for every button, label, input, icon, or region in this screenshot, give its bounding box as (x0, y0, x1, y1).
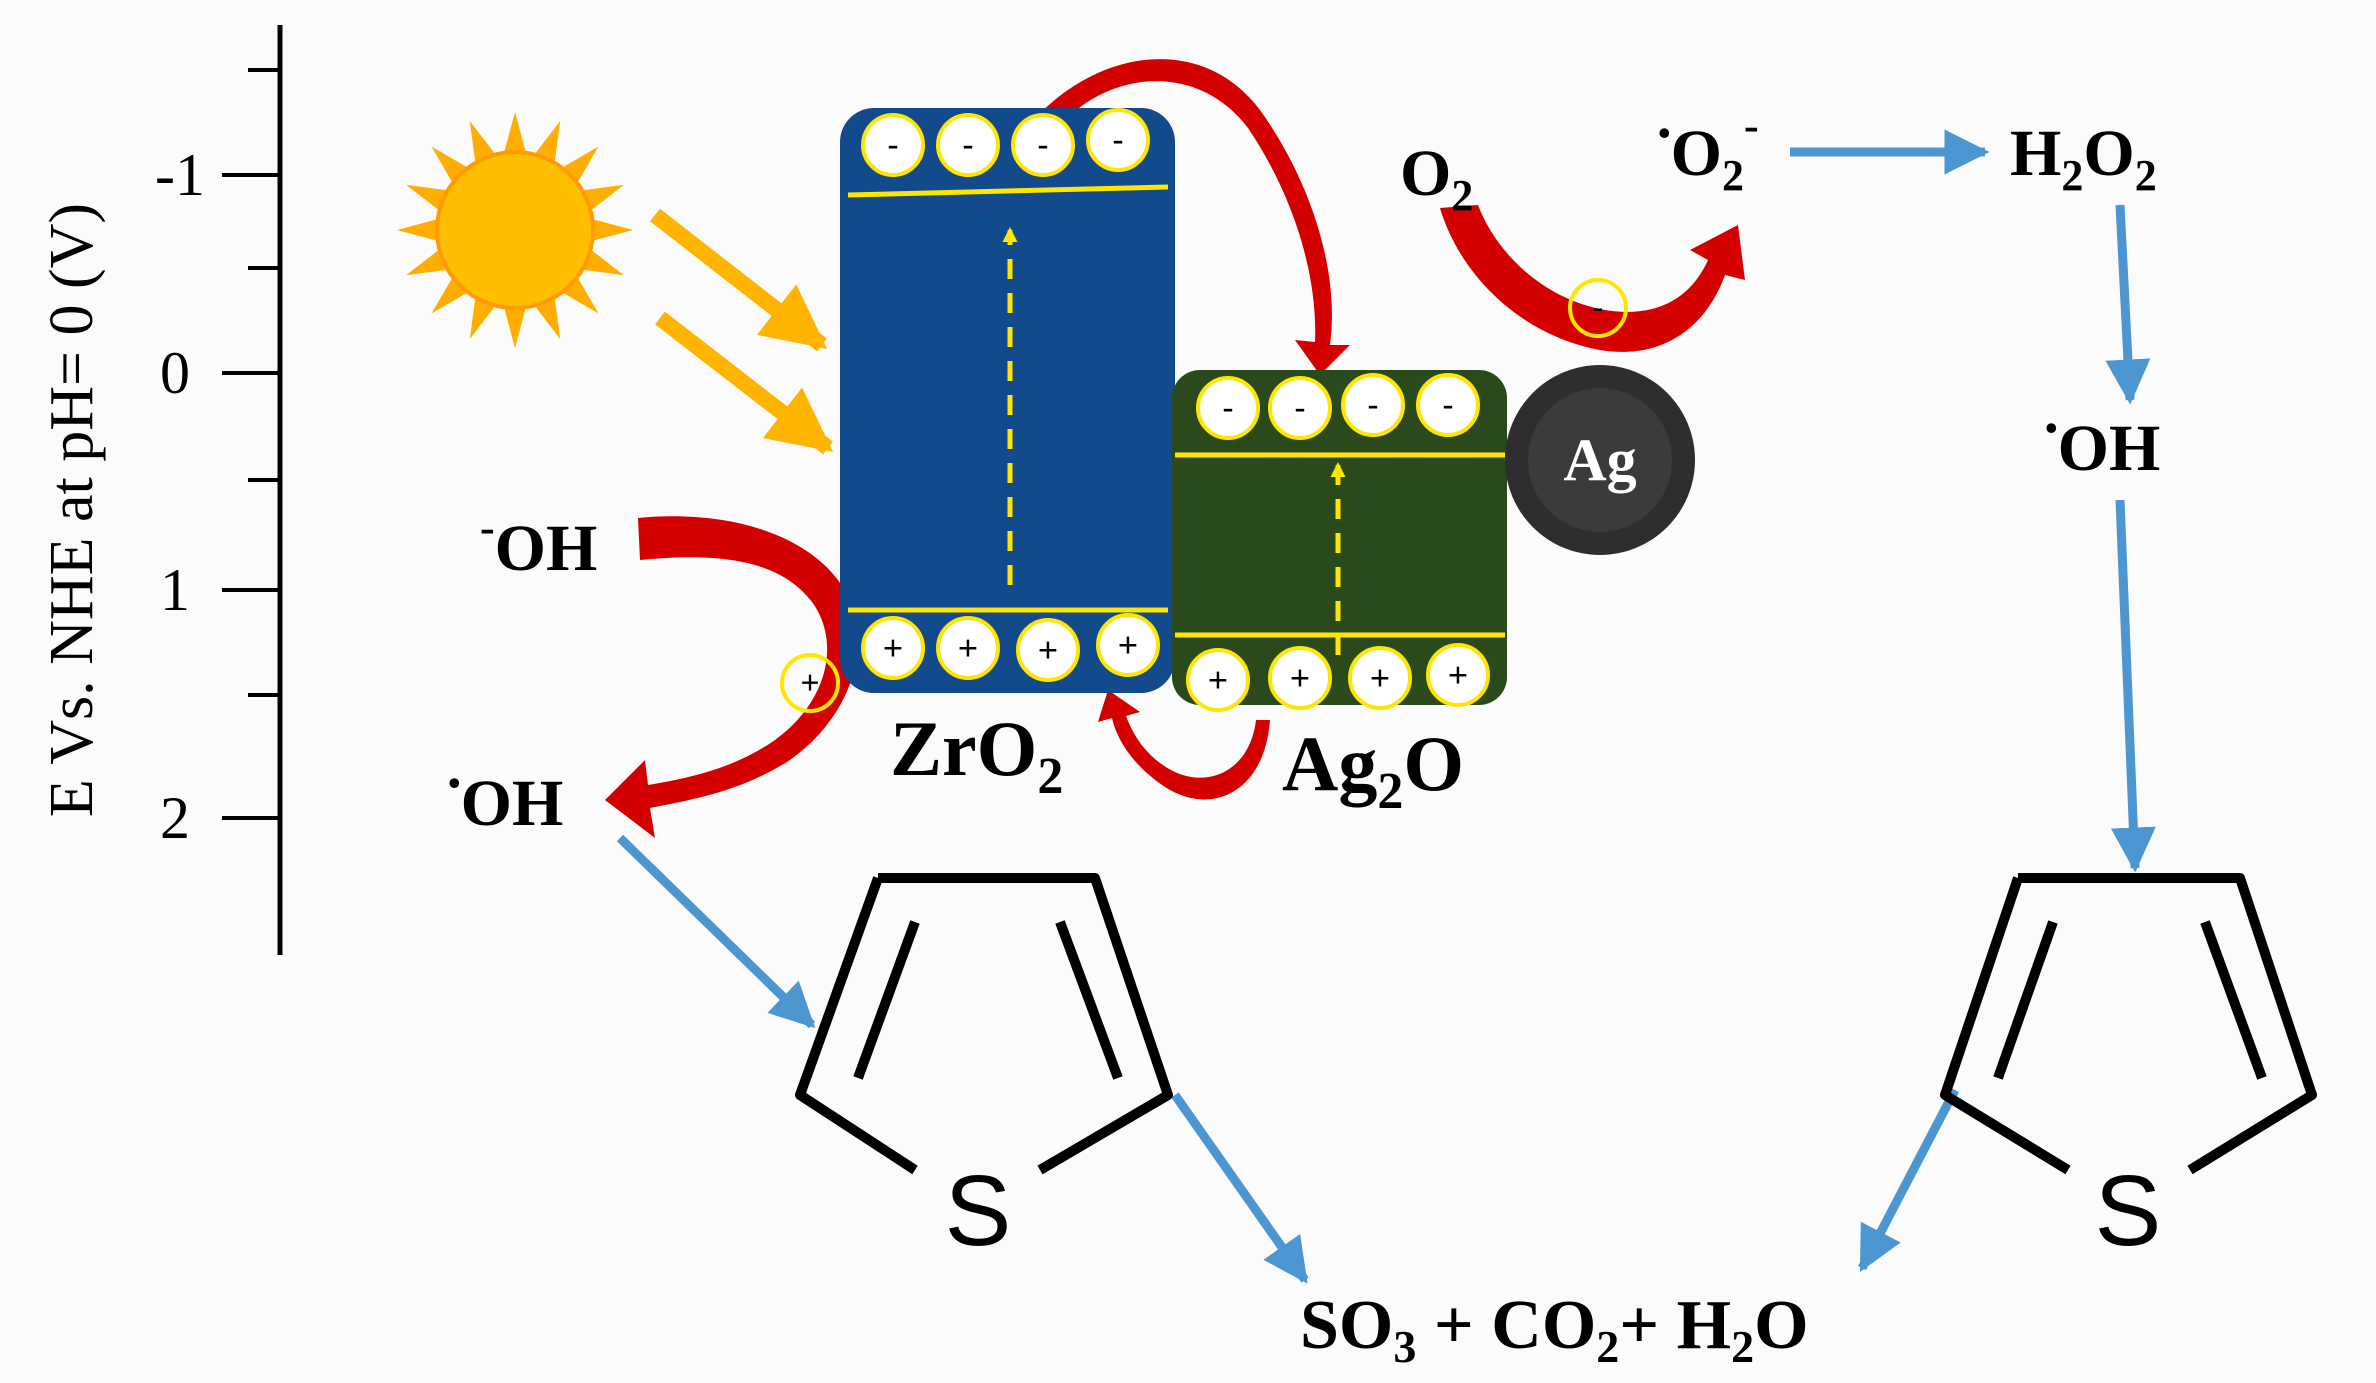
electron-symbol: - (1367, 386, 1379, 424)
o2-label: O2 (1400, 137, 1473, 220)
hole-symbol: + (1370, 659, 1390, 697)
sun-ray (431, 278, 467, 314)
electron-symbol: - (1294, 389, 1306, 427)
thiophene-sulfur-left: S (945, 1155, 1012, 1267)
potential-axis: -1 0 1 2 E Vs. NHE at pH= 0 (V) (38, 25, 283, 955)
hole-circle (1268, 646, 1332, 710)
electron-transferred-circle (1568, 278, 1628, 338)
electron-circle (1196, 376, 1260, 440)
hole-circle (1348, 646, 1412, 710)
sun-ray (535, 121, 561, 161)
hole-transferred-circle (780, 653, 840, 713)
electron-symbol: - (887, 126, 899, 164)
electron-circle (1011, 113, 1075, 177)
electron-circle (1341, 373, 1405, 437)
electron-symbol: - (1222, 389, 1234, 427)
hole-symbol: + (1448, 656, 1468, 694)
hole-circle (1096, 613, 1160, 677)
zro2-semiconductor (840, 108, 1175, 693)
sun-ray (469, 299, 495, 339)
hole-circle (1426, 643, 1490, 707)
light-arrows (650, 208, 834, 455)
hole-circle (1186, 648, 1250, 712)
sun-ray (406, 184, 446, 210)
hole-symbol: + (958, 629, 978, 667)
hole-circle (936, 616, 1000, 680)
ag-nanoparticle-label: Ag (1563, 427, 1636, 493)
tick-label-0: 0 (160, 340, 190, 406)
hole-circle (861, 616, 925, 680)
sun-ray (584, 250, 624, 276)
hole-transferred-symbol: + (801, 665, 820, 701)
charge-carriers: - - - - + + + + - - - - + + + + + - (780, 108, 1628, 713)
hole-symbol: + (1118, 626, 1138, 664)
sun-ray (535, 299, 561, 339)
thiophene-sulfur-right: S (2095, 1155, 2162, 1267)
thiophene-molecule-left (795, 873, 1173, 1175)
hole-symbol: + (1038, 631, 1058, 669)
ag2o-semiconductor (1172, 370, 1507, 705)
hydroxide-label: -OH (480, 503, 597, 585)
electron-circle (1268, 376, 1332, 440)
zro2-label: ZrO2 (890, 705, 1063, 805)
sun-ray (504, 309, 526, 348)
oxygen-reduction-arrow (1440, 205, 1745, 352)
hydroxyl-radical-right: •OH (2045, 408, 2160, 485)
sun-icon (397, 112, 633, 348)
sun-ray (431, 146, 467, 182)
hole-symbol: + (1290, 659, 1310, 697)
sun-ray (584, 184, 624, 210)
electron-symbol: - (1112, 121, 1124, 159)
sun-ray (397, 219, 436, 241)
electron-circle (936, 113, 1000, 177)
ag2o-label: Ag2O (1282, 720, 1464, 820)
tick-label-minus1: -1 (155, 142, 205, 208)
hole-circle (1016, 618, 1080, 682)
tick-label-2: 2 (160, 785, 190, 851)
ag-nanoparticle: Ag (1505, 365, 1695, 555)
sun-ray (504, 112, 526, 151)
electron-symbol: - (1442, 386, 1454, 424)
products-label: SO3 + CO2+ H2O (1300, 1287, 1809, 1372)
sun-ray (563, 146, 599, 182)
hole-symbol: + (1208, 661, 1228, 699)
hydroxyl-radical-left: •OH (448, 763, 563, 840)
hole-transfer-arrow (1098, 690, 1270, 800)
tick-label-1: 1 (160, 557, 190, 623)
electron-circle (1416, 373, 1480, 437)
sun-ray (563, 278, 599, 314)
hole-symbol: + (883, 629, 903, 667)
axis-label: E Vs. NHE at pH= 0 (V) (38, 203, 106, 817)
thiophene-molecule-right (1940, 873, 2317, 1175)
superoxide-label: •O2- (1658, 101, 1759, 200)
electron-symbol: - (1037, 126, 1049, 164)
reaction-pathway-arrows (616, 129, 2156, 1284)
sun-ray (594, 219, 633, 241)
sun-ray (406, 250, 446, 276)
electron-transferred-symbol: - (1593, 290, 1604, 326)
hydroxide-oxidation-arrow (605, 516, 858, 838)
electron-transfer-arrow (1025, 59, 1350, 375)
electron-symbol: - (962, 126, 974, 164)
electron-circle (1086, 108, 1150, 172)
h2o2-label: H2O2 (2010, 117, 2157, 200)
sun-ray (469, 121, 495, 161)
electron-circle (861, 113, 925, 177)
